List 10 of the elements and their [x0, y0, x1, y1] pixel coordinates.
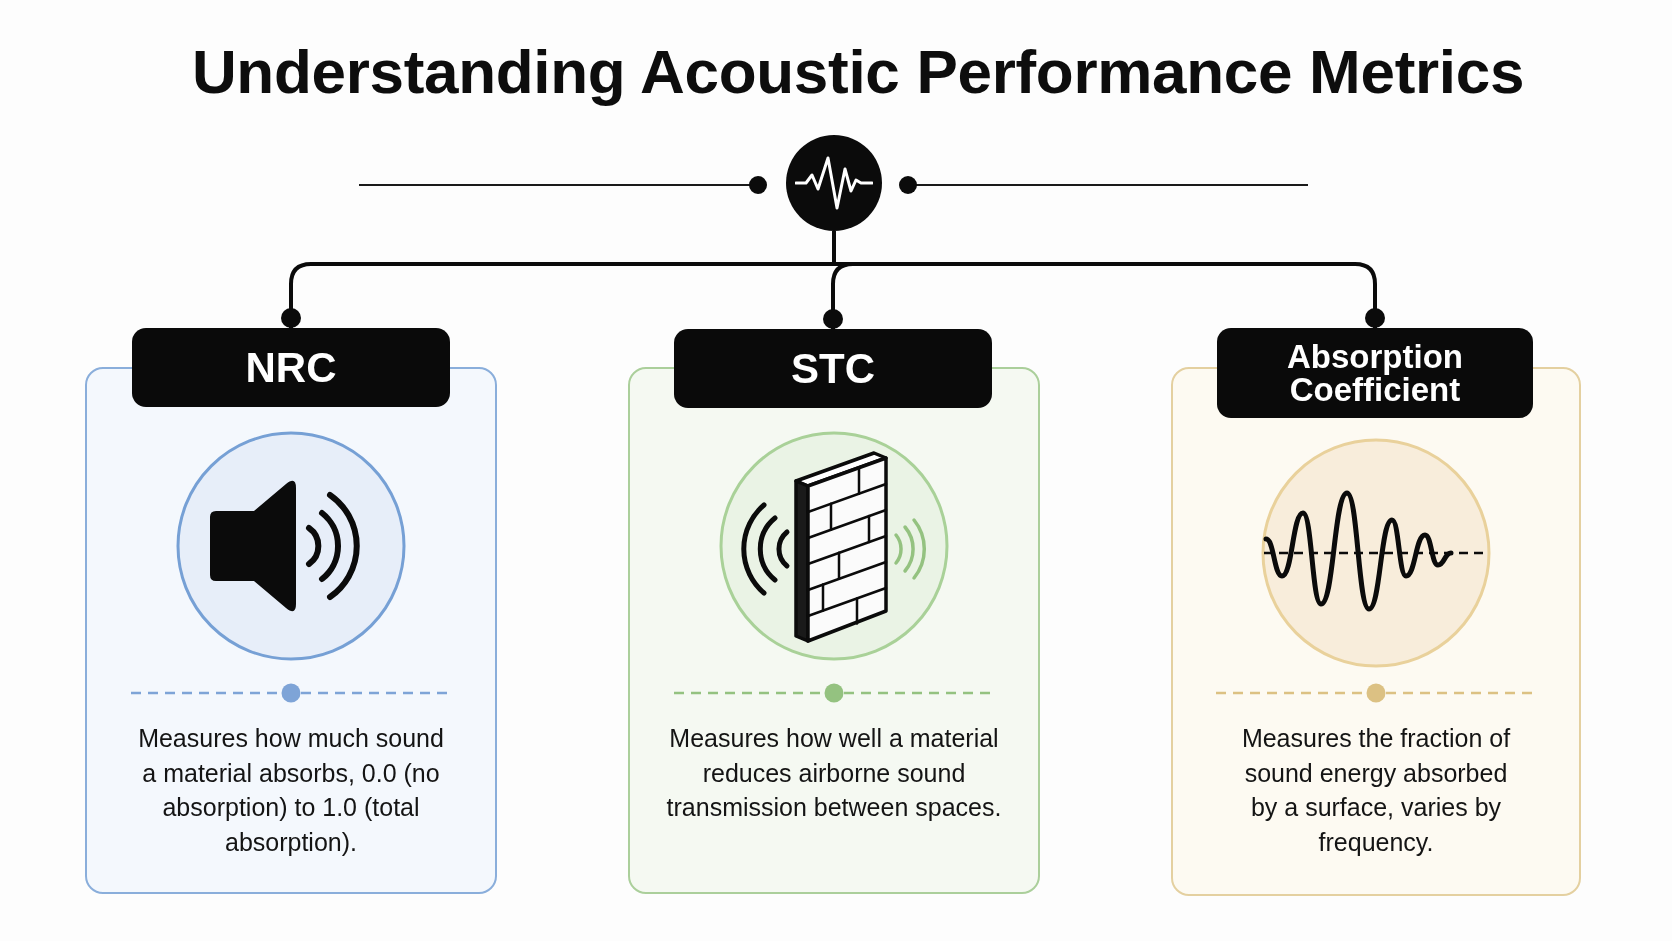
title: Understanding Acoustic Performance Metrics [191, 38, 1525, 107]
title-tab [132, 328, 450, 407]
description-text: Measures the fraction of sound energy absorbed by a surface, varies by frequency. [1240, 723, 1512, 858]
description-text: Measures how well a material reduces airborne sound transmission between spaces. [665, 723, 1003, 823]
metric-name: STC [790, 347, 876, 390]
title-tab [1217, 328, 1533, 418]
metric-name: NRC [244, 346, 338, 389]
metric-name: Absorption Coefficient [1286, 340, 1464, 406]
description-text: Measures how much sound a material absorbs, 0.0 (no absorption) to 1.0 (total absorption). [137, 723, 445, 858]
title-tab [674, 329, 992, 408]
